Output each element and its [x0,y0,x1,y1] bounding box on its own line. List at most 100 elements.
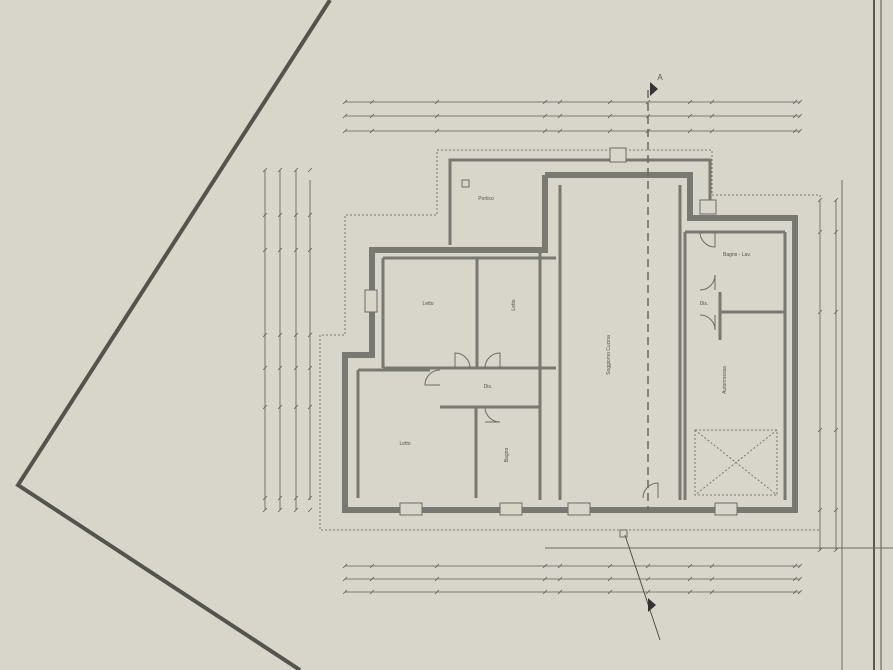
dimension-tick [342,563,348,569]
room-label-autorimessa: Autorimessa [722,366,728,394]
dimension-tick [307,212,313,218]
dimension-tick [293,404,299,410]
dimension-tick [262,167,268,173]
dimension-tick [293,365,299,371]
dimension-tick [792,128,798,134]
footprint-outline [319,149,821,531]
dimension-tick [434,563,440,569]
dimension-tick [792,589,798,595]
dimension-tick [434,589,440,595]
dimension-tick [792,99,798,105]
room-labels: Portico Letto Letto Letto Dis. Bagno Sog… [399,196,751,462]
dimension-tick [817,427,823,433]
dimension-tick [293,507,299,513]
dimension-tick [709,576,715,582]
dimension-tick [557,113,563,119]
dimension-tick [645,576,651,582]
dimension-tick [542,563,548,569]
dimension-tick [709,113,715,119]
dimension-tick [542,128,548,134]
dimension-tick [687,589,693,595]
dimension-tick [645,99,651,105]
dimension-tick [342,113,348,119]
exterior-walls [342,172,798,513]
room-label-letto: Letto [399,441,410,447]
section-arrow-icon [650,82,658,96]
dimension-tick [797,576,803,582]
dimension-tick [542,99,548,105]
dimension-tick [307,365,313,371]
dimension-tick [687,113,693,119]
dimension-tick [833,309,839,315]
windows [364,147,738,516]
column [461,179,470,188]
dimension-tick [833,197,839,203]
dimension-tick [817,507,823,513]
dimension-tick [607,589,613,595]
dimension-tick [277,167,283,173]
dimension-tick [645,563,651,569]
dimension-tick [687,128,693,134]
room-label-soggiorno: Soggiorno Cucina [606,335,612,375]
dimension-tick [293,332,299,338]
dimension-tick [687,576,693,582]
dimension-tick [342,99,348,105]
room-label-bagno: Bagno [504,448,510,463]
dimension-tick [293,247,299,253]
dimension-tick [369,589,375,595]
dimension-tick [342,128,348,134]
room-label-dis: Dis. [484,384,493,390]
room-label-bagno-lav: Bagno - Lav. [723,252,751,258]
dimension-lines-top [345,101,800,132]
dimension-tick [607,576,613,582]
dimension-tick [369,113,375,119]
dimension-tick [277,247,283,253]
room-label-dis: Dis. [700,301,709,307]
site-boundary [15,0,332,670]
dimension-tick [262,404,268,410]
dimension-tick [607,563,613,569]
dimension-tick [307,507,313,513]
room-label-letto: Letto [511,299,517,310]
dimension-tick [833,229,839,235]
dimension-tick [262,495,268,501]
dimension-tick [557,563,563,569]
dimension-tick [709,128,715,134]
dimension-tick [542,576,548,582]
dimension-tick [434,576,440,582]
dimension-tick [307,495,313,501]
dimension-tick [369,99,375,105]
dimension-tick [833,427,839,433]
room-label-letto: Letto [422,301,433,307]
dimension-tick [709,99,715,105]
dimension-tick [342,589,348,595]
dimension-lines-left [264,170,311,510]
dimension-tick [687,563,693,569]
column [619,529,628,538]
dimension-tick [277,212,283,218]
doors [424,231,716,499]
dimension-tick [293,495,299,501]
dimension-lines-right [819,200,837,550]
dimension-tick [369,576,375,582]
dimension-tick [293,167,299,173]
dimension-tick [277,495,283,501]
dimension-tick [792,113,798,119]
interior-walls [356,185,787,500]
dimension-tick [817,547,823,553]
dimension-lines-bottom [345,565,800,593]
dimension-tick [277,404,283,410]
dimension-tick [709,589,715,595]
dimension-tick [369,128,375,134]
dimension-tick [557,576,563,582]
dimension-tick [542,589,548,595]
dimension-tick [262,507,268,513]
dimension-tick [557,99,563,105]
room-label-portico: Portico [478,196,494,202]
dimension-tick [542,113,548,119]
dimension-tick [277,507,283,513]
dimension-tick [307,332,313,338]
dimension-tick [369,563,375,569]
dimension-tick [833,547,839,553]
